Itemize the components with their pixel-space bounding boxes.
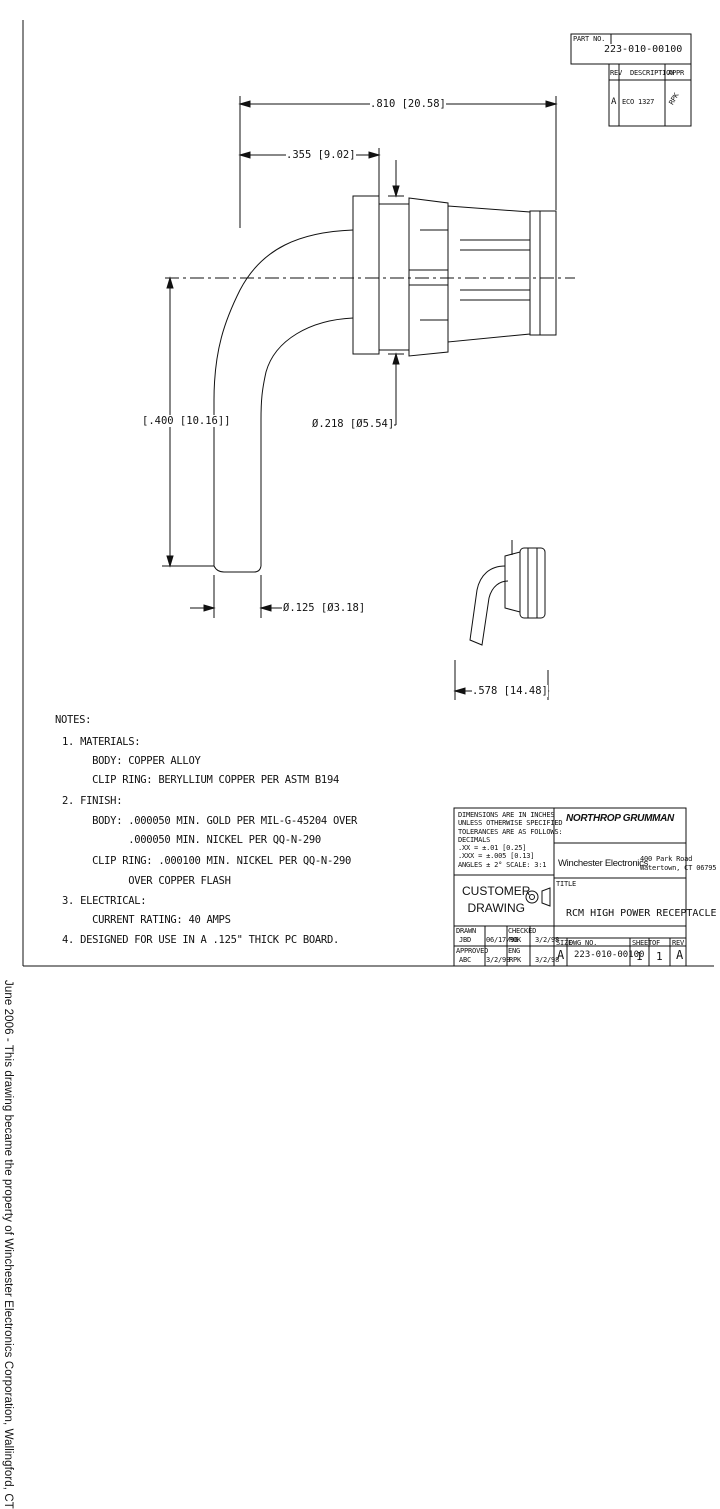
tolerance-line: .XX = ±.01 [0.25] [458,844,527,853]
note-line: 3. ELECTRICAL: [62,895,147,907]
dim-small-view-width: .578 [14.48] [472,685,548,697]
rev-label: REV [672,939,685,947]
rev-header: REV [610,69,623,77]
drawing-title: RCM HIGH POWER RECEPTACLE [566,908,717,919]
notes-heading: NOTES: [55,714,92,726]
checked-label: CHECKED [508,927,537,935]
part-no-value: 223-010-00100 [604,44,683,55]
rev-value: A [676,948,684,962]
part-no-label: PART NO. [573,35,606,43]
tolerance-line: DIMENSIONS ARE IN INCHES [458,811,555,819]
tolerance-line: TOLERANCES ARE AS FOLLOWS: [458,827,563,836]
iso-flange [504,551,521,613]
approved-by: ABC [459,956,472,964]
eng-date: 3/2/98 [535,956,560,964]
drawing-label: DRAWING [467,901,525,915]
approved-label: APPROVED [456,947,489,955]
note-line: CURRENT RATING: 40 AMPS [62,914,231,926]
eng-by: RPK [509,956,522,964]
checked-by: ROK [509,936,522,944]
note-line: 4. DESIGNED FOR USE IN A .125" THICK PC … [62,934,339,946]
address-line-2: Watertown, CT 06795 [640,864,717,872]
iso-pin [469,565,509,646]
note-line: .000050 MIN. NICKEL PER QQ-N-290 [62,834,321,846]
customer-label: CUSTOMER [462,884,531,898]
body-collar [378,203,410,351]
dim-flange-offset: .355 [9.02] [286,149,356,161]
note-line: CLIP RING: BERYLLIUM COPPER PER ASTM B19… [62,774,339,786]
drawn-label: DRAWN [456,927,477,935]
iso-body [519,547,546,619]
title-label: TITLE [556,880,577,888]
body-sleeve [447,205,531,343]
of-value: 1 [656,950,663,963]
division-name: Winchester Electronics [558,858,649,869]
customer-drawing-label: CUSTOMER DRAWING [462,883,530,917]
dim-body-diameter: Ø.218 [Ø5.54] [312,418,395,430]
pin-tip [213,565,262,573]
note-line: OVER COPPER FLASH [62,875,231,887]
revision-box [608,63,692,127]
body-taper [408,197,449,357]
dwg-no-value: 223-010-00100 [574,950,645,960]
rev-description: ECO 1327 [622,98,655,106]
tolerance-line: .XXX = ±.005 [0.13] [458,852,535,861]
size-label: SIZE [556,939,573,947]
desc-header: DESCRIPTION [630,69,675,77]
pin-outer-edge [213,229,354,566]
drawing-canvas [22,20,714,967]
size-value: A [557,948,565,962]
dim-pin-diameter: Ø.125 [Ø3.18] [283,602,366,614]
title-block-frame [453,807,687,967]
appr-header: APPR [668,69,685,77]
note-line: 2. FINISH: [62,795,123,807]
note-line: BODY: .000050 MIN. GOLD PER MIL-G-45204 … [62,815,358,827]
tolerance-block: DIMENSIONS ARE IN INCHES UNLESS OTHERWIS… [458,811,563,869]
sheet-value: 1 [636,950,643,963]
ownership-note: June 2006 - This drawing became the prop… [2,980,14,1509]
of-label: OF [652,939,661,947]
dim-height: [.400 [10.16]] [142,415,231,427]
sheet-label: SHEET [632,939,653,947]
pin-inner-edge [260,317,354,566]
checked-date: 3/2/98 [535,936,560,944]
drawn-date: 06/17/96 [486,936,519,944]
dim-overall-length: .810 [20.58] [370,98,446,110]
address-line-1: 400 Park Road [640,855,693,863]
approved-date: 3/2/98 [486,956,511,964]
note-line: CLIP RING: .000100 MIN. NICKEL PER QQ-N-… [62,855,352,867]
tolerance-line: DECIMALS [458,835,491,844]
note-line: 1. MATERIALS: [62,736,141,748]
drawn-by: JBD [459,936,472,944]
company-logo: NORTHROP GRUMMAN [566,813,674,824]
flange [352,195,380,355]
eng-label: ENG [508,947,521,955]
clip-ring [529,210,557,336]
tolerance-line: UNLESS OTHERWISE SPECIFIED [458,819,563,828]
note-line: BODY: COPPER ALLOY [62,755,201,767]
dwg-no-label: DWG NO. [569,939,598,947]
tolerance-line: ANGLES ± 2° SCALE: 3:1 [458,860,547,869]
rev-value: A [611,97,617,107]
